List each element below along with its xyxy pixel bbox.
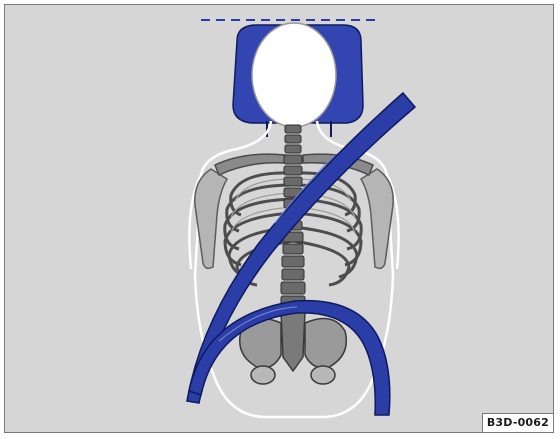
diagram-frame: B3D-0062 <box>4 4 554 433</box>
figure-code-label: B3D-0062 <box>482 413 553 432</box>
seat-belt-illustration <box>5 5 554 433</box>
